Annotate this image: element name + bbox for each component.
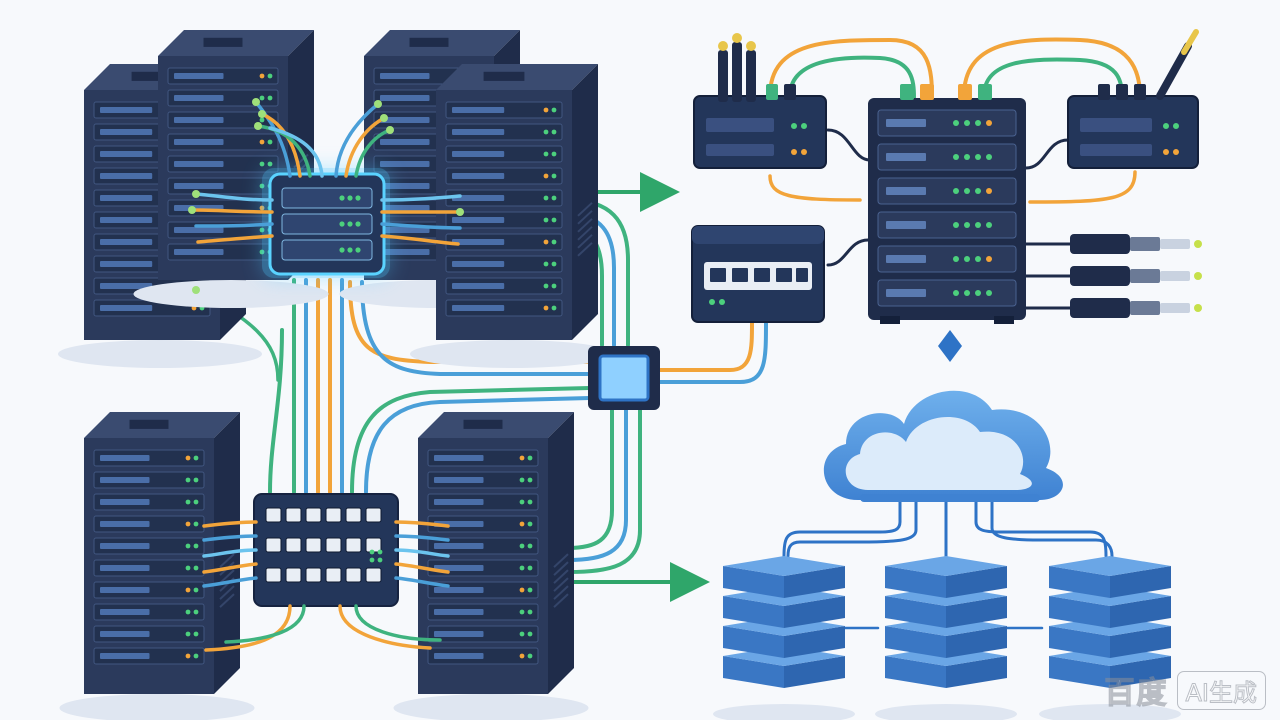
patch-switch-bottom (253, 493, 399, 607)
switch-port (305, 537, 322, 553)
router-left (693, 33, 827, 169)
switch-slot-1 (281, 187, 373, 209)
rack-unit (877, 245, 1017, 273)
watermark-logo: 百度 (1104, 675, 1169, 711)
switch-port (285, 567, 302, 583)
server-rack-icon (393, 412, 589, 720)
server-rack-icon (410, 64, 614, 368)
rack-unit (877, 279, 1017, 307)
switch-port (305, 507, 322, 523)
switch-port (365, 567, 382, 583)
cable-cloud-db1b (786, 496, 918, 558)
cable-bottom-to-hub-blue (364, 396, 592, 494)
switch-port (345, 537, 362, 553)
switch-slot-2 (281, 213, 373, 235)
watermark: 百度 AI生成 (1104, 668, 1266, 712)
cable-dark-switch (826, 238, 870, 267)
core-switch-top (262, 168, 390, 278)
fiber-connector-icon (1026, 234, 1202, 254)
cable-vertical-green-2 (268, 328, 284, 494)
status-led (377, 557, 383, 563)
database-layer (713, 556, 1181, 720)
switch-port (365, 507, 382, 523)
server-rack-icon (133, 30, 329, 308)
server-rack-icon (59, 412, 255, 720)
switch-port (265, 567, 282, 583)
switch-port (325, 567, 342, 583)
cable-hub-down-blue (566, 408, 628, 562)
ethernet-ports (710, 268, 808, 282)
cable-bottom-to-hub-green (350, 386, 592, 494)
rack-unit (877, 177, 1017, 205)
switch-slot-3 (281, 239, 373, 261)
switch-port (325, 537, 342, 553)
bottom-switch-fanout (202, 520, 450, 652)
cable-top-to-hub-blue (360, 280, 592, 376)
cable-orange-return-left (768, 174, 862, 202)
switch-port (285, 537, 302, 553)
cable-cloud-db3 (974, 496, 1108, 558)
cable-hub-down-green (566, 408, 614, 550)
cable-top-to-hub-orange (348, 280, 592, 364)
cable-hub-to-switch-orange (658, 320, 754, 372)
switch-port (265, 507, 282, 523)
database-icon (1039, 556, 1181, 720)
diamond-icon (938, 330, 962, 362)
switch-port (345, 507, 362, 523)
cable-arch-green-2 (982, 57, 1124, 98)
cable-hub-down-green-2 (566, 408, 642, 574)
rack-unit (877, 109, 1017, 137)
fiber-connector-icon (1026, 266, 1202, 286)
switch-port-grid (265, 507, 383, 583)
cable-arch-orange-1 (768, 37, 934, 100)
database-icon (713, 556, 855, 720)
cloud-icon (823, 390, 1063, 502)
switch-port (325, 507, 342, 523)
status-led (369, 549, 375, 555)
switch-port (305, 567, 322, 583)
rack-layer (58, 30, 614, 720)
router-right (1067, 29, 1199, 169)
cable-orange-return-right (1028, 170, 1137, 204)
switch-port (265, 537, 282, 553)
cable-end-dots (188, 98, 464, 294)
cable-cloud-db1 (782, 496, 902, 558)
center-hub-chip (588, 346, 660, 410)
watermark-badge: AI生成 (1176, 670, 1266, 710)
cable-dark-left (826, 128, 872, 162)
switch-port (345, 567, 362, 583)
top-switch-fanout (190, 100, 464, 246)
switch-port (285, 507, 302, 523)
rack-unit (877, 143, 1017, 171)
rack-unit (877, 211, 1017, 239)
status-led (377, 549, 383, 555)
status-leds (339, 195, 361, 253)
fiber-connectors (1025, 234, 1202, 318)
fiber-connector-icon (1025, 298, 1202, 318)
status-led (369, 557, 375, 563)
cable-dark-right (1024, 138, 1070, 170)
cable-hub-to-switch-blue (658, 320, 768, 384)
core-rack-units (877, 109, 1017, 307)
access-switch (691, 225, 825, 323)
switch-port (365, 537, 382, 553)
database-icon (875, 556, 1017, 720)
core-rack-top-right (868, 84, 1026, 324)
cable-cloud-db3b (990, 496, 1114, 558)
cable-arch-green-1 (788, 55, 916, 100)
cable-arch-orange-2 (962, 37, 1142, 98)
